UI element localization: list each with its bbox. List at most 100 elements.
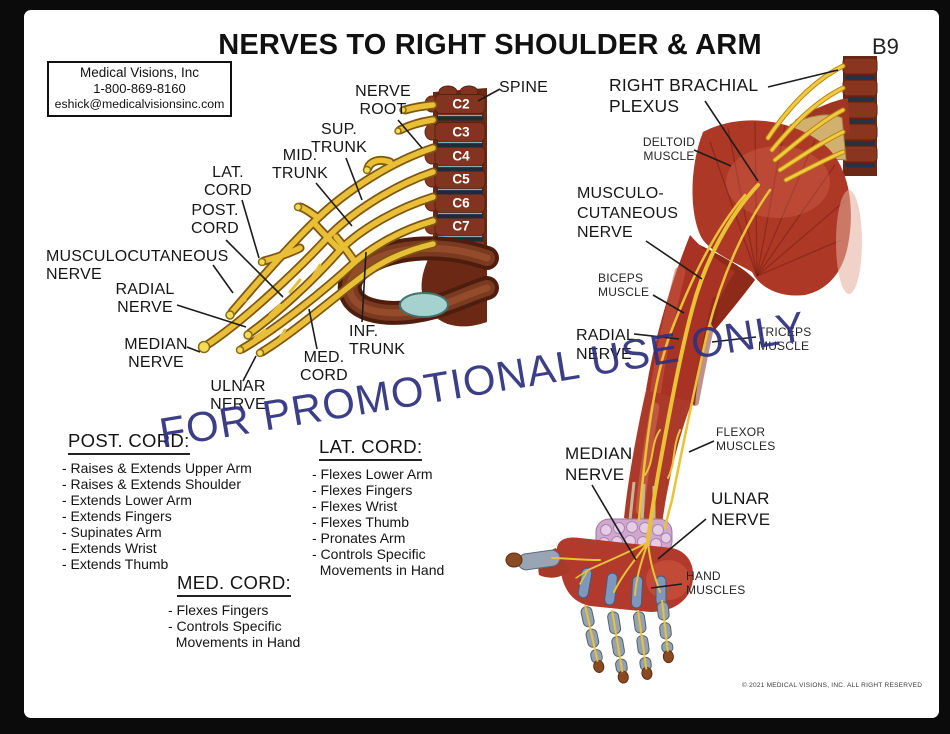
leader-line	[645, 240, 703, 280]
med-cord-items: - Flexes Fingers- Controls Specific Move…	[168, 602, 300, 650]
contact-email[interactable]: eshick@medicalvisionsinc.com	[54, 97, 225, 111]
vertebra-label-c2: C2	[452, 97, 469, 112]
plexus-illustration: C2 C3 C4 C5 C6 C7 T1	[197, 85, 499, 358]
contact-company: Medical Visions, Inc	[79, 65, 200, 80]
leader-line	[176, 304, 247, 328]
thumb	[505, 548, 570, 578]
lat-cord-list: LAT. CORD: - Flexes Lower Arm- Flexes Fi…	[312, 436, 444, 578]
list-item: - Pronates Arm	[312, 530, 406, 546]
med-cord-title: MED. CORD:	[177, 572, 291, 597]
leader-line	[633, 333, 680, 340]
contact-box: Medical Visions, Inc 1-800-869-8160 eshi…	[47, 61, 232, 117]
post-cord-list: POST. CORD: - Raises & Extends Upper Arm…	[62, 430, 252, 572]
label-inf-trunk: INF.TRUNK	[349, 323, 406, 358]
list-item: Movements in Hand	[312, 562, 445, 578]
vertebra-label-c7: C7	[452, 219, 469, 234]
leader-line	[186, 346, 201, 353]
metacarpal-segments	[577, 567, 667, 609]
leader-line	[767, 69, 839, 88]
leader-line	[242, 355, 257, 382]
finger	[656, 599, 674, 664]
vertebra-label-c5: C5	[452, 172, 470, 187]
leader-line	[361, 251, 367, 323]
label-sup-trunk: SUP.TRUNK	[310, 121, 368, 156]
label-med-cord: MED.CORD	[300, 349, 348, 384]
vertebra-label-c3: C3	[452, 125, 470, 140]
leader-line	[225, 239, 284, 298]
leader-line	[591, 484, 637, 561]
arm-illustration	[505, 56, 878, 684]
cartilage-segment	[399, 292, 449, 318]
deltoid-muscle-shape	[692, 120, 851, 296]
leader-line	[693, 149, 732, 167]
list-item: - Extends Fingers	[62, 508, 172, 524]
fingers	[580, 599, 674, 684]
list-item: - Extends Lower Arm	[62, 492, 192, 508]
post-cord-items: - Raises & Extends Upper Arm- Raises & E…	[62, 460, 252, 572]
list-item: - Flexes Lower Arm	[312, 466, 433, 482]
label-post-cord: POST.CORD	[191, 202, 239, 237]
finger	[632, 609, 653, 680]
list-item: - Extends Wrist	[62, 540, 157, 556]
leader-line	[657, 518, 707, 560]
copyright-notice: © 2021 MEDICAL VISIONS, INC. ALL RIGHT R…	[742, 682, 923, 689]
leader-line	[652, 294, 685, 314]
finger	[580, 604, 605, 673]
label-mid-trunk: MID.TRUNK	[271, 147, 329, 182]
vertebra-label-c4: C4	[452, 149, 470, 164]
sheet-code: B9	[872, 34, 899, 59]
arm-nerves	[551, 63, 846, 596]
contact-phone: 1-800-869-8160	[93, 81, 186, 96]
leader-line	[345, 157, 363, 201]
deltoid-highlight	[726, 146, 830, 218]
leader-line	[308, 308, 318, 350]
vertebra-label-c6: C6	[452, 196, 470, 211]
list-item: - Flexes Thumb	[312, 514, 409, 530]
finger	[607, 609, 629, 684]
med-cord-list: MED. CORD: - Flexes Fingers- Controls Sp…	[168, 572, 300, 650]
label-spine: SPINE	[499, 79, 549, 96]
leader-line	[711, 336, 757, 343]
leader-line	[212, 264, 234, 294]
leader-line	[688, 440, 715, 453]
list-item: - Flexes Fingers	[312, 482, 413, 498]
leader-line	[650, 583, 683, 589]
plexus-nerve-twigs	[234, 263, 322, 344]
label-lat-cord: LAT.CORD	[204, 164, 252, 199]
list-item: - Raises & Extends Shoulder	[62, 476, 241, 492]
list-item: - Controls Specific	[168, 618, 282, 634]
list-item: - Supinates Arm	[62, 524, 162, 540]
shoulder-soft-edge	[836, 190, 862, 294]
list-item: - Raises & Extends Upper Arm	[62, 460, 252, 476]
leader-line	[704, 100, 759, 182]
page-title: NERVES TO RIGHT SHOULDER & ARM	[218, 29, 762, 61]
leader-line	[241, 199, 260, 259]
leader-lines	[176, 69, 839, 589]
lat-cord-title: LAT. CORD:	[319, 436, 423, 461]
lat-cord-items: - Flexes Lower Arm- Flexes Fingers- Flex…	[312, 466, 444, 578]
leader-line	[477, 88, 501, 102]
list-item: - Extends Thumb	[62, 556, 169, 572]
list-item: Movements in Hand	[168, 634, 301, 650]
leader-line	[315, 182, 353, 227]
list-item: - Flexes Fingers	[168, 602, 269, 618]
leader-line	[397, 119, 423, 149]
list-item: - Flexes Wrist	[312, 498, 398, 514]
